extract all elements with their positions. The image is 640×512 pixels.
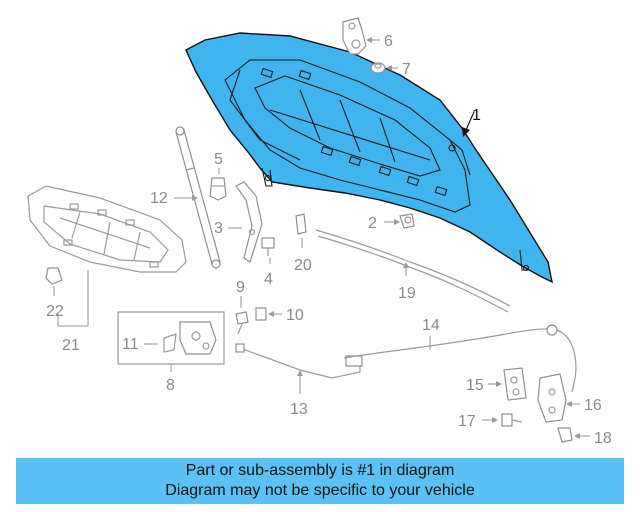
banner-line-2: Diagram may not be specific to your vehi… (165, 482, 475, 499)
callout-number: 16 (584, 397, 602, 414)
callout-number: 9 (236, 279, 245, 296)
release-rod (235, 343, 363, 379)
callout-number: 8 (166, 377, 175, 394)
latch-bolt (235, 311, 249, 335)
diagram-notice-banner: Part or sub-assembly is #1 in diagram Di… (16, 458, 624, 504)
hood-panel[interactable] (185, 32, 553, 284)
callout-number: 22 (46, 303, 64, 320)
hood-rib-2 (229, 69, 471, 176)
hood-hinge-tab (261, 167, 528, 271)
hood-inner-window (254, 75, 441, 177)
callout-6[interactable]: 6 (366, 33, 393, 50)
callout-number: 13 (290, 401, 308, 418)
callout-number: 11 (122, 336, 139, 353)
handle-bolt (501, 413, 523, 427)
callout-3[interactable]: 3 (214, 220, 242, 237)
latch-assembly-box (117, 311, 225, 365)
callout-22[interactable]: 22 (46, 286, 64, 320)
strut-clip (209, 177, 227, 201)
parts-diagram: 1 6 7 12 5 (27, 17, 612, 447)
latch-nut (255, 307, 267, 321)
retainer-clip (399, 213, 415, 229)
callout-number: 6 (384, 33, 393, 50)
callout-15[interactable]: 15 (466, 377, 502, 394)
callout-20[interactable]: 20 (294, 238, 312, 274)
hood-rib-1 (269, 89, 431, 163)
callout-14[interactable]: 14 (422, 317, 440, 350)
callout-21[interactable]: 21 (57, 270, 89, 354)
hood-outline (185, 32, 553, 284)
callout-number: 7 (402, 61, 411, 78)
callout-number: 20 (294, 257, 312, 274)
callout-8[interactable]: 8 (166, 364, 175, 394)
hood-insulator (27, 185, 187, 273)
handle-clip (557, 427, 573, 443)
hood-hinge-bracket (342, 17, 367, 55)
callout-11[interactable]: 11 (122, 336, 158, 353)
callout-13[interactable]: 13 (290, 370, 308, 418)
callout-number: 14 (422, 317, 440, 334)
callout-12[interactable]: 12 (150, 190, 198, 207)
release-cable (343, 324, 577, 393)
callout-number: 5 (214, 151, 223, 168)
hood-lift-strut (175, 126, 221, 269)
callout-number: 15 (466, 377, 484, 394)
callout-4[interactable]: 4 (264, 258, 273, 288)
hood-stop (295, 213, 307, 235)
hood-bumper (370, 62, 386, 74)
callout-18[interactable]: 18 (574, 430, 612, 447)
callout-1[interactable]: 1 (462, 107, 481, 137)
callout-2[interactable]: 2 (368, 215, 400, 232)
bracket-bolt (261, 237, 275, 256)
insulator-cutouts (63, 203, 159, 268)
callout-16[interactable]: 16 (566, 397, 602, 414)
hood-prop-bracket (235, 181, 263, 263)
callout-number: 21 (62, 337, 80, 354)
callout-number: 10 (286, 307, 304, 324)
callout-number: 1 (472, 107, 481, 124)
banner-line-1: Part or sub-assembly is #1 in diagram (185, 462, 455, 479)
callout-number: 19 (398, 285, 416, 302)
callout-10[interactable]: 10 (268, 307, 304, 324)
callout-19[interactable]: 19 (398, 262, 416, 302)
cable-bracket (503, 367, 527, 401)
callout-5[interactable]: 5 (214, 151, 223, 174)
callout-number: 18 (594, 430, 612, 447)
insulator-push-pin (45, 267, 63, 285)
hood-seal (315, 229, 511, 313)
callout-number: 17 (458, 413, 476, 430)
callout-number: 4 (264, 271, 273, 288)
callout-number: 12 (150, 190, 168, 207)
callout-number: 3 (214, 220, 223, 237)
callout-number: 2 (368, 215, 377, 232)
hood-inner-frame (224, 59, 471, 213)
callout-9[interactable]: 9 (236, 279, 245, 308)
release-handle (537, 373, 567, 423)
callout-17[interactable]: 17 (458, 413, 498, 430)
callout-7[interactable]: 7 (386, 61, 411, 78)
